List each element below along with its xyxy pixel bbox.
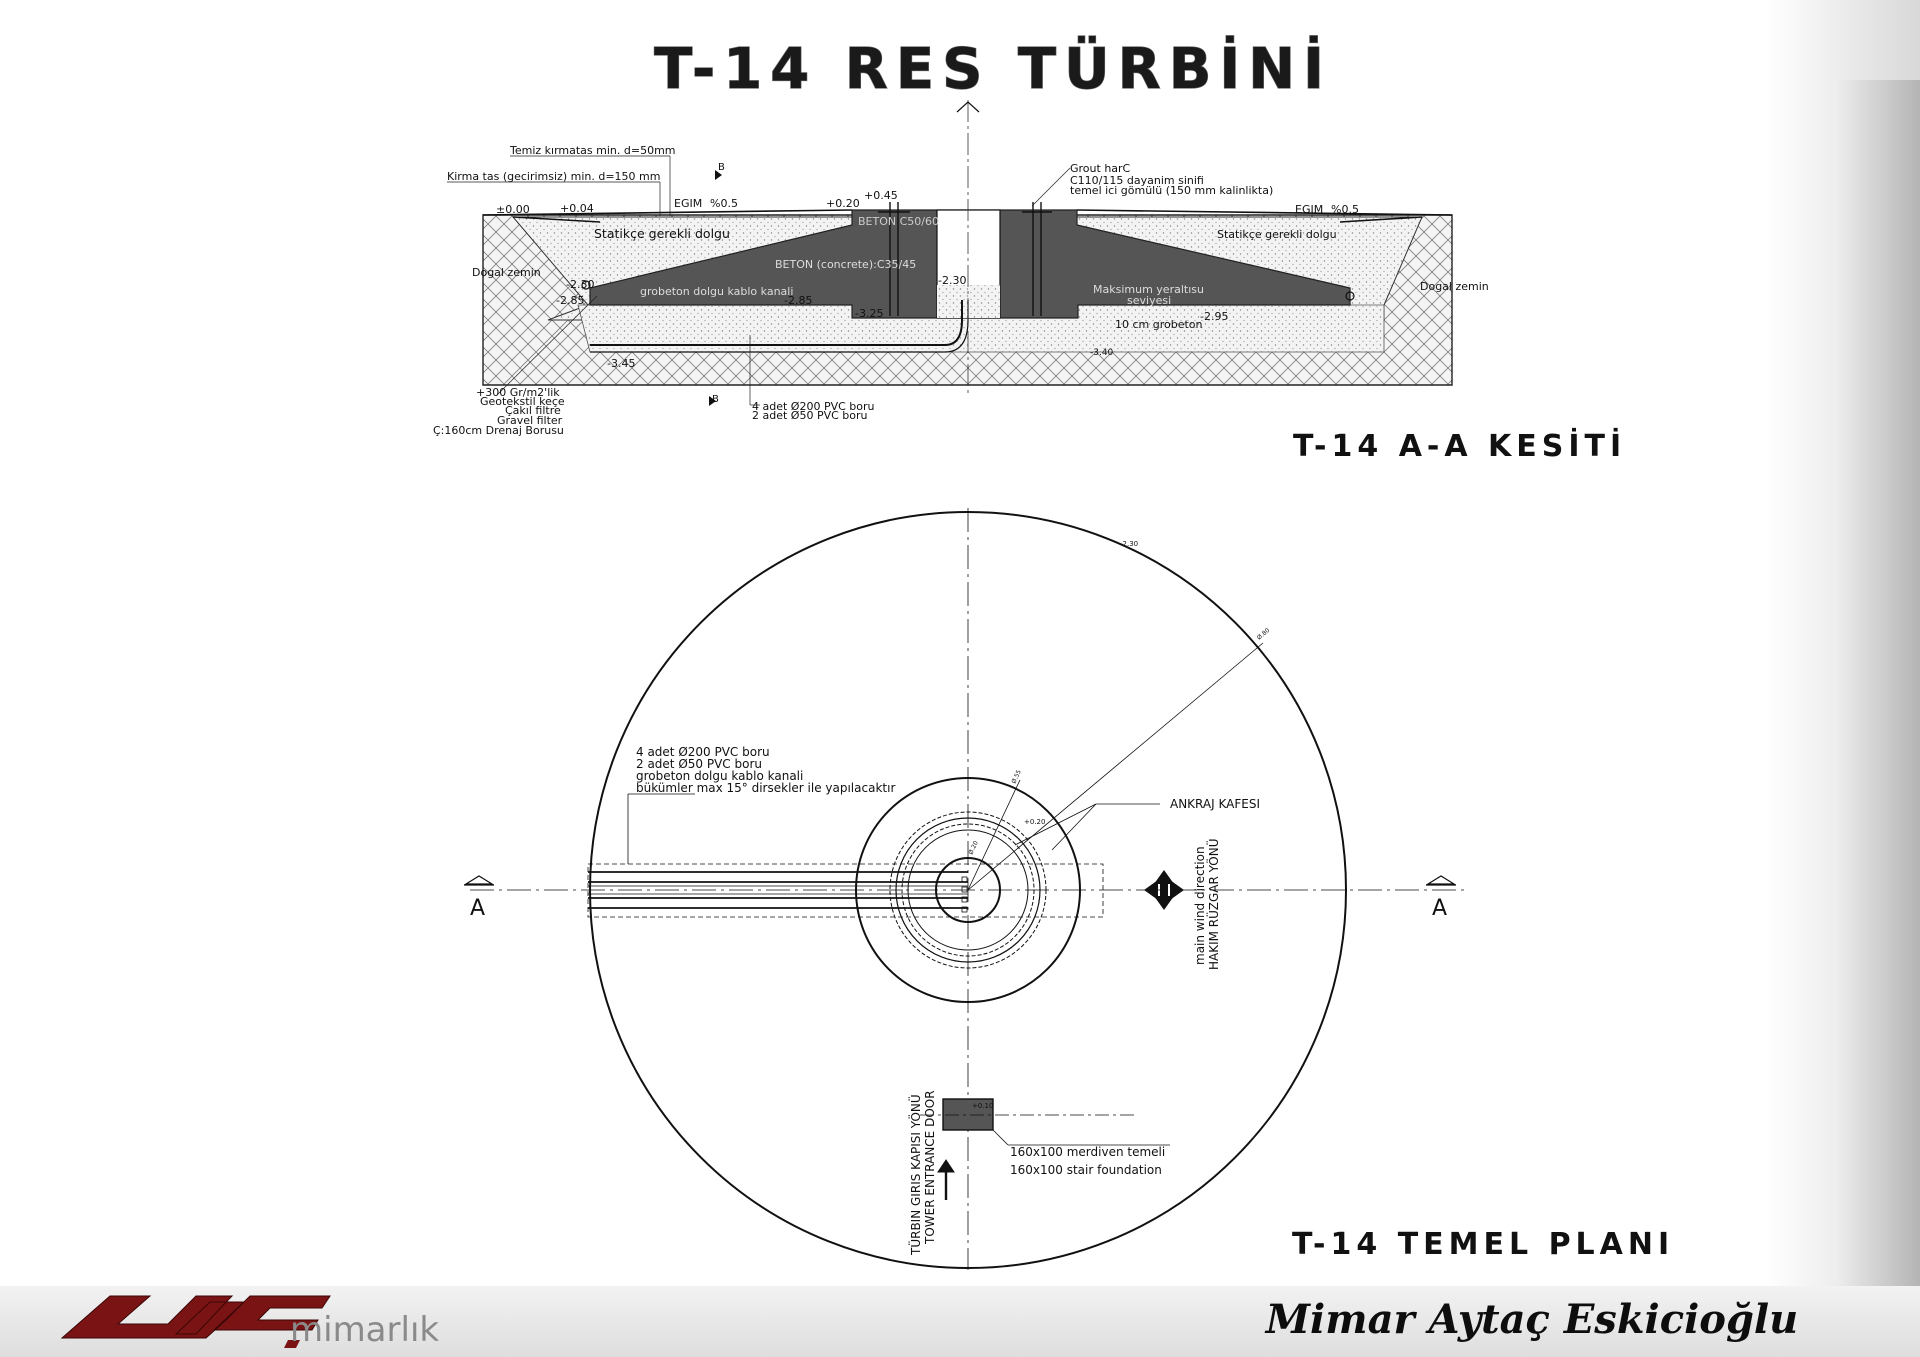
- level-020: +0.20: [826, 197, 860, 210]
- ground-surface: [482, 209, 1453, 223]
- label-groundwater-1: Maksimum yeraltısu: [1093, 283, 1204, 296]
- section-marker-left: [463, 875, 495, 885]
- level-230-left: -2.30: [566, 278, 594, 291]
- label-clean-crushed: Temiz kırmatas min. d=50mm: [509, 144, 676, 157]
- level-340: -3.40: [1090, 348, 1114, 358]
- level-045: +0.45: [864, 189, 898, 202]
- label-pipe-2: 2 adet Ø50 PVC boru: [752, 409, 868, 422]
- label-door-tr: TÜRBIN GIRIS KAPISI YÖNÜ: [907, 1094, 923, 1256]
- main-title: T-14 RES TÜRBİNİ: [654, 37, 1332, 102]
- label-grout-3: temel ici gömülü (150 mm kalinlikta): [1070, 184, 1273, 197]
- logo-mark-icon: [60, 1295, 331, 1339]
- label-b-bottom: B: [712, 394, 719, 405]
- label-gravel-1: Çakıl filtre: [505, 404, 561, 417]
- logo-text: mimarlık: [290, 1310, 439, 1350]
- section-marker-right: [1425, 875, 1457, 885]
- level-000: ±0.00: [496, 203, 530, 216]
- label-pipe-1: 4 adet Ø200 PVC boru: [752, 400, 875, 413]
- slope-right-value: %0.5: [1331, 203, 1359, 216]
- logo: mimarlık: [60, 1295, 439, 1350]
- label-stair-en: 160x100 stair foundation: [1010, 1163, 1162, 1177]
- section-letter-right: A: [1432, 896, 1447, 921]
- plan-level-outer: -2.30: [1120, 540, 1138, 548]
- plan-dim-inner: Ø.20: [967, 840, 979, 856]
- section-drawing: [447, 100, 1453, 406]
- section-title: T-14 A-A KESİTİ: [1293, 428, 1626, 464]
- plan-dim-pedestal: Ø.55: [1010, 769, 1022, 785]
- stair-foundation: [942, 1098, 994, 1131]
- label-grout-2: C110/115 dayanim sinifi: [1070, 174, 1204, 187]
- label-anchor-cage: ANKRAJ KAFESI: [1170, 797, 1260, 811]
- label-gravel-2: Gravel filter: [497, 414, 563, 427]
- architect-signature: Mimar Aytaç Eskicioğlu: [1264, 1296, 1798, 1343]
- plan-title: T-14 TEMEL PLANI: [1292, 1227, 1674, 1262]
- slope-left-value: %0.5: [710, 197, 738, 210]
- label-fill-left: Statikçe gerekli dolgu: [594, 226, 730, 241]
- level-295: -2.95: [1200, 310, 1228, 323]
- label-beton-c50: BETON C50/60: [858, 215, 939, 228]
- level-345: -3.45: [607, 357, 635, 370]
- plan-label-bends: bükümler max 15° dirsekler ile yapılacak…: [636, 781, 895, 795]
- label-grout-1: Grout harC: [1070, 162, 1131, 175]
- level-285-mid: -2.85: [784, 294, 812, 307]
- label-geotextile-2: Geotekstil keçe: [480, 395, 565, 408]
- cable-channel-plan: [587, 863, 1104, 918]
- right-edge-shading: [1838, 80, 1920, 1286]
- plan-labels: 4 adet Ø200 PVC boru 2 adet Ø50 PVC boru…: [470, 540, 1447, 1256]
- label-drain: Ç:160cm Drenaj Borusu: [433, 424, 564, 437]
- label-wind-en: main wind direction: [1193, 846, 1207, 965]
- plan-label-pipe-1: 4 adet Ø200 PVC boru: [636, 745, 770, 759]
- label-natural-left: Dogal zemin: [472, 266, 541, 279]
- label-grobeton: 10 cm grobeton: [1115, 318, 1203, 331]
- plan-label-cable-channel: grobeton dolgu kablo kanali: [636, 769, 803, 783]
- label-natural-right: Dogal zemin: [1420, 280, 1489, 293]
- slope-right-label: EGIM: [1295, 203, 1323, 216]
- label-crushed-stone: Kirma tas (gecirimsiz) min. d=150 mm: [447, 170, 660, 183]
- label-door-en: TOWER ENTRANCE DOOR: [923, 1090, 937, 1245]
- level-230-mid: -2.30: [938, 274, 966, 287]
- level-004: +0.04: [560, 202, 594, 215]
- label-beton-c35: BETON (concrete):C35/45: [775, 258, 916, 271]
- plan-level-pedestal: +0.20: [1024, 818, 1045, 826]
- level-325: -3.25: [855, 307, 883, 320]
- wind-direction-icon: [1144, 870, 1184, 910]
- label-cable-channel: grobeton dolgu kablo kanali: [640, 285, 793, 298]
- label-groundwater-2: seviyesi: [1127, 294, 1171, 307]
- plan-level-stair: +0.10: [972, 1102, 993, 1110]
- section-labels: Temiz kırmatas min. d=50mm Kirma tas (ge…: [433, 144, 1489, 437]
- label-fill-right: Statikçe gerekli dolgu: [1217, 228, 1337, 241]
- label-b-top: B: [718, 162, 725, 173]
- plan-dim-outer: Ø.80: [1256, 627, 1272, 642]
- slope-left-label: EGIM: [674, 197, 702, 210]
- plan-label-pipe-2: 2 adet Ø50 PVC boru: [636, 757, 762, 771]
- door-direction-arrow: [937, 1159, 955, 1173]
- plan-drawing: [463, 508, 1466, 1270]
- anchor-bolts: [878, 202, 1052, 316]
- level-285-left: -2.85: [556, 294, 584, 307]
- label-geotextile-1: +300 Gr/m2'lik: [476, 386, 560, 399]
- label-stair-tr: 160x100 merdiven temeli: [1010, 1145, 1165, 1159]
- label-wind-tr: HAKIM RÜZGAR YÖNÜ: [1205, 839, 1221, 970]
- section-letter-left: A: [470, 896, 485, 921]
- cable-conduit: [590, 300, 963, 346]
